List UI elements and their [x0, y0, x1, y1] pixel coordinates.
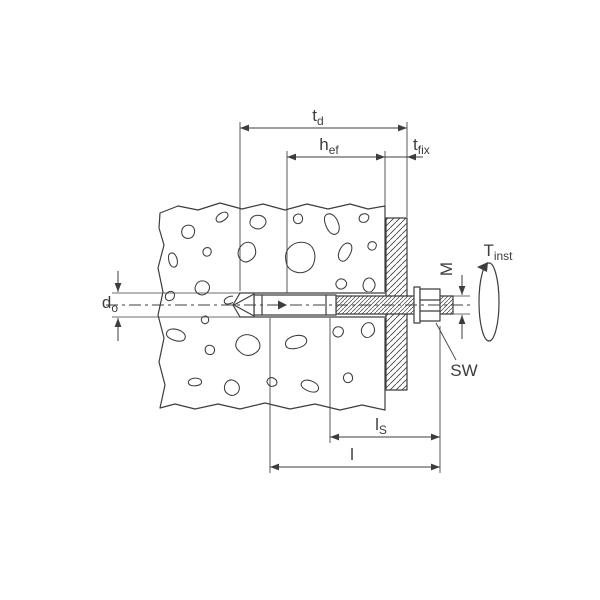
label-do: do [102, 293, 118, 315]
label-sw: SW [450, 361, 477, 380]
dimension-lines [114, 124, 466, 471]
dimension-labels: td hef tfix Tinst M do SW lS l [102, 106, 513, 464]
sw-leader-line [435, 322, 457, 361]
label-tinst: Tinst [483, 241, 513, 263]
label-hef: hef [319, 135, 339, 157]
label-ls: lS [375, 415, 387, 437]
torque-rotation-icon [477, 262, 500, 342]
sleeve-marking-arrow-icon [278, 300, 287, 310]
label-m: M [437, 262, 456, 276]
label-tfix: tfix [413, 135, 430, 157]
extension-lines [112, 122, 470, 473]
label-td: td [312, 106, 323, 128]
label-l: l [350, 445, 354, 464]
